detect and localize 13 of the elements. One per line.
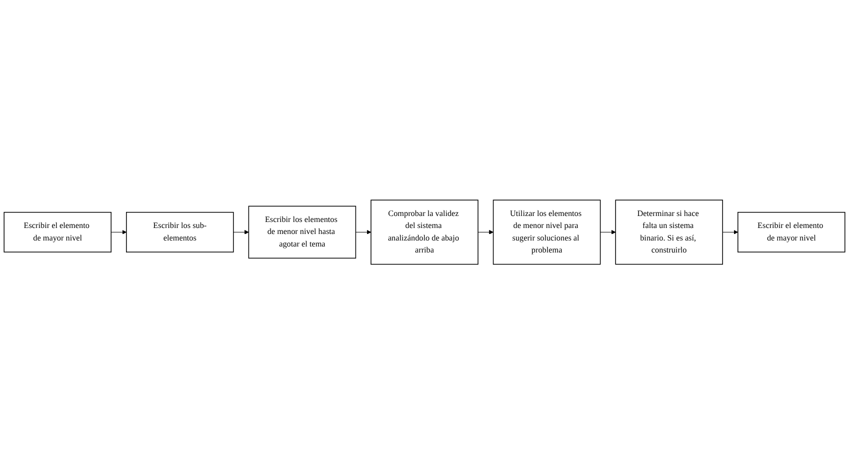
arrow	[722, 230, 738, 234]
arrow	[355, 230, 372, 234]
arrow	[110, 230, 127, 234]
node-box: Escribir el elemento de mayor nivel	[738, 212, 846, 252]
node-box: Escribir el elemento de mayor nivel	[4, 212, 112, 252]
arrow	[478, 230, 494, 234]
node-box: Utilizar los elementos de menor nivel para sugerir soluciones al problema	[492, 200, 601, 264]
node-box: Escribir los sub-elementos	[126, 212, 234, 252]
node-box: Escribir los elementos de menor nivel hasta agotar el tema	[248, 206, 356, 258]
node-box: Comprobar la validez del sistema analizándolo de abajo arriba	[370, 200, 478, 264]
arrow	[600, 230, 616, 234]
arrow	[233, 230, 249, 234]
node-box: Determinar si hace falta un sistema binario. Si es así, construirlo	[615, 200, 723, 264]
